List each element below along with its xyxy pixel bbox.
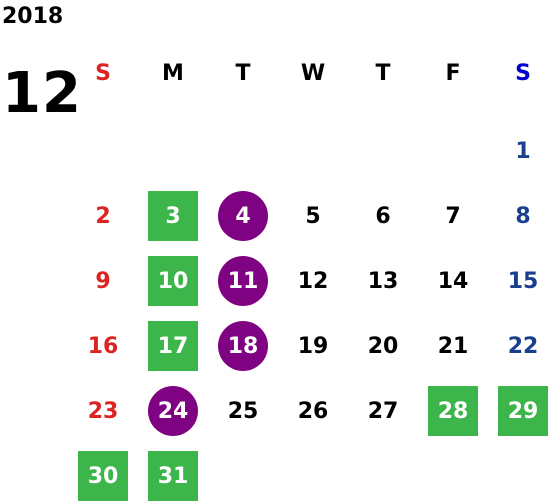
calendar-day[interactable]: 4 (218, 191, 268, 241)
weekday-header: T (235, 60, 251, 86)
weekday-header: F (445, 60, 461, 86)
year-label: 2018 (2, 4, 64, 29)
calendar-day[interactable]: 25 (227, 398, 259, 424)
calendar-day[interactable]: 27 (367, 398, 399, 424)
calendar-day[interactable]: 10 (148, 256, 198, 306)
calendar-day[interactable]: 18 (218, 321, 268, 371)
calendar-day[interactable]: 28 (428, 386, 478, 436)
calendar-day[interactable]: 13 (367, 268, 399, 294)
calendar-day[interactable]: 23 (87, 398, 119, 424)
calendar-day[interactable]: 3 (148, 191, 198, 241)
calendar-day[interactable]: 8 (515, 203, 531, 229)
calendar-day[interactable]: 14 (437, 268, 469, 294)
calendar-day[interactable]: 7 (445, 203, 461, 229)
calendar-day[interactable]: 16 (87, 333, 119, 359)
weekday-header: T (375, 60, 391, 86)
calendar-day[interactable]: 21 (437, 333, 469, 359)
calendar-day[interactable]: 11 (218, 256, 268, 306)
calendar-day[interactable]: 17 (148, 321, 198, 371)
calendar-day[interactable]: 19 (297, 333, 329, 359)
weekday-header: W (300, 60, 326, 86)
calendar-day[interactable]: 20 (367, 333, 399, 359)
calendar-day[interactable]: 22 (507, 333, 539, 359)
calendar-day[interactable]: 1 (515, 138, 531, 164)
calendar-day[interactable]: 2 (95, 203, 111, 229)
calendar-day[interactable]: 6 (375, 203, 391, 229)
weekday-header: S (515, 60, 531, 86)
calendar-day[interactable]: 30 (78, 451, 128, 501)
calendar-day[interactable]: 9 (95, 268, 111, 294)
calendar-day[interactable]: 24 (148, 386, 198, 436)
weekday-header: M (162, 60, 184, 86)
calendar-day[interactable]: 12 (297, 268, 329, 294)
calendar-day[interactable]: 29 (498, 386, 548, 436)
month-label: 12 (2, 61, 82, 126)
weekday-header: S (95, 60, 111, 86)
calendar-day[interactable]: 15 (507, 268, 539, 294)
calendar-day[interactable]: 31 (148, 451, 198, 501)
calendar-day[interactable]: 5 (305, 203, 321, 229)
calendar-day[interactable]: 26 (297, 398, 329, 424)
